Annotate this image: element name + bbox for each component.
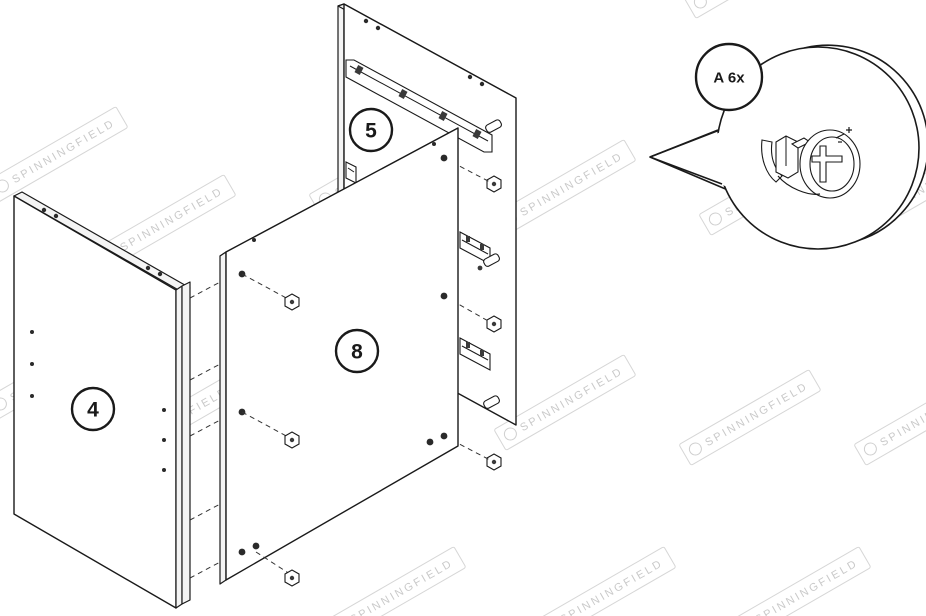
watermark: SPINNINGFIELD (679, 369, 821, 466)
rail-mid-left (345, 161, 357, 184)
cam-bolt (284, 431, 300, 449)
cam-bolt (486, 175, 502, 193)
panel-5-hole (375, 25, 381, 31)
panel-4-hole (145, 265, 151, 271)
watermark: SPINNINGFIELD (0, 106, 128, 203)
panel-5-hole (467, 74, 473, 80)
panel-8-hole (432, 142, 436, 146)
panel-8-hole (238, 548, 246, 556)
panel-4-hole (53, 213, 59, 219)
cam-bolts-front (284, 293, 300, 587)
panel-4-hole (162, 408, 166, 412)
guide-lines-front (241, 273, 291, 575)
panel-4-hole (157, 271, 163, 277)
watermark-text: SPINNINGFIELD (518, 150, 625, 219)
badge-panel-8: 8 (334, 328, 380, 374)
panel-4-hole (41, 207, 47, 213)
cam-bolt (486, 453, 502, 471)
panel-4-hole (30, 330, 34, 334)
watermark-text: SPINNINGFIELD (518, 365, 625, 434)
badge-panel-4: 4 (70, 386, 116, 432)
panel-4-edge (175, 285, 183, 609)
dowel (485, 119, 502, 133)
callout-label-badge: A 6x (694, 42, 764, 112)
panel-8-hole (440, 154, 448, 162)
dowel-group (477, 119, 502, 409)
cam-bolt (284, 293, 300, 311)
panel-4-hole (162, 468, 166, 472)
panel-4-hole (30, 362, 34, 366)
panel-8-hole (440, 432, 448, 440)
watermark-text: SPINNINGFIELD (878, 380, 926, 449)
badge-panel-4-label: 4 (87, 399, 99, 422)
dowel (477, 253, 500, 271)
panel-4-hole (162, 438, 166, 442)
panel-4-hole (30, 394, 34, 398)
watermark: SPINNINGFIELD (534, 546, 676, 616)
watermark-text: SPINNINGFIELD (558, 557, 665, 616)
panel-8-hole (440, 292, 448, 300)
badge-panel-5: 5 (348, 107, 394, 153)
watermark-text: SPINNINGFIELD (348, 557, 455, 616)
panel-8-hole (426, 438, 434, 446)
rail-low (459, 337, 491, 371)
watermark: SPINNINGFIELD (854, 380, 926, 466)
watermark-text: SPINNINGFIELD (118, 185, 225, 254)
watermark-text: SPINNINGFIELD (753, 557, 860, 616)
panel-8-hole (252, 542, 260, 550)
cam-bolt (486, 315, 502, 333)
panel-8-edge (219, 251, 227, 585)
cam-bolts-right (486, 175, 502, 471)
panel-4-edge-2 (181, 281, 191, 605)
badge-panel-8-label: 8 (351, 341, 363, 364)
badge-panel-5-label: 5 (365, 120, 377, 143)
watermark: SPINNINGFIELD (729, 546, 871, 616)
watermark-text: SPINNINGFIELD (10, 117, 117, 186)
watermark: SPINNINGFIELD (684, 0, 826, 19)
panel-5-hole (479, 81, 485, 87)
dowel (483, 395, 500, 409)
watermark-text: SPINNINGFIELD (703, 380, 810, 449)
callout-label: A 6x (713, 70, 745, 87)
panel-5-hole (363, 18, 369, 24)
cam-bolt (284, 569, 300, 587)
cam-lock-fitting-icon (761, 127, 861, 199)
panel-8-hole (252, 238, 256, 242)
watermark: SPINNINGFIELD (324, 546, 466, 616)
guide-lines-left (189, 279, 225, 579)
